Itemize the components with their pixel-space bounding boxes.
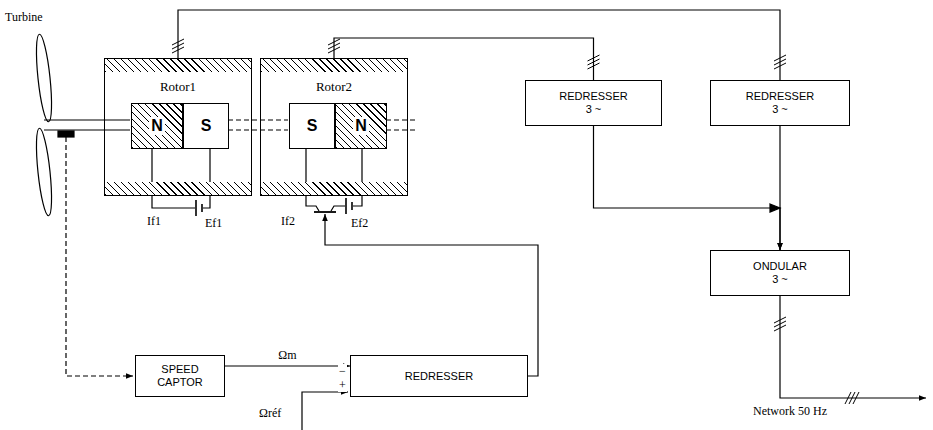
rotor-label: Rotor1 bbox=[105, 79, 251, 95]
shaft bbox=[44, 120, 130, 130]
box-text: REDRESSER bbox=[405, 370, 473, 383]
speed-sensor bbox=[58, 131, 74, 137]
control-wire bbox=[325, 214, 538, 376]
sensor-box: SPEED CAPTOR bbox=[135, 355, 225, 397]
sensor-link bbox=[66, 137, 133, 376]
voltage-label: Ef2 bbox=[350, 216, 369, 230]
network-label: Network 50 Hz bbox=[752, 404, 828, 418]
turbine-label: Turbine bbox=[4, 10, 44, 24]
box-text: ONDULAR 3 ~ bbox=[751, 260, 809, 286]
rectifier-box: REDRESSER 3 ~ bbox=[710, 80, 850, 126]
connector bbox=[225, 365, 350, 366]
connector bbox=[779, 126, 780, 250]
turbine-blade bbox=[33, 128, 54, 217]
transistor-symbol bbox=[314, 211, 336, 213]
box-text: N bbox=[149, 117, 165, 135]
excitation-wire bbox=[152, 148, 210, 208]
housing-hatch bbox=[105, 59, 251, 72]
housing-hatch bbox=[261, 59, 407, 72]
sign-label: − bbox=[338, 364, 347, 378]
housing-hatch bbox=[105, 182, 251, 195]
machine-housing: Rotor1N S bbox=[104, 58, 252, 196]
rotor-pole: S bbox=[183, 103, 229, 149]
connector bbox=[178, 10, 780, 80]
rotor-pole: N bbox=[131, 103, 183, 149]
sign-label: + bbox=[338, 378, 347, 392]
voltage-label: Ef1 bbox=[204, 216, 223, 230]
rotor-label: Rotor2 bbox=[261, 79, 407, 95]
box-text: S bbox=[305, 117, 320, 135]
phase-tick bbox=[853, 392, 859, 404]
excitation-wire bbox=[306, 148, 362, 211]
box-text: REDRESSER 3 ~ bbox=[743, 90, 817, 116]
box-text: S bbox=[199, 117, 214, 135]
signal-label: Ωm bbox=[277, 348, 297, 362]
network-wire bbox=[780, 296, 926, 398]
battery-symbol bbox=[346, 198, 352, 214]
inverter-box: ONDULAR 3 ~ bbox=[710, 250, 850, 296]
turbine-blade bbox=[33, 34, 54, 123]
rotor-pole: S bbox=[289, 103, 335, 149]
rectifier-box: REDRESSER 3 ~ bbox=[525, 80, 662, 126]
controller-box: REDRESSER bbox=[350, 355, 528, 397]
box-text: REDRESSER 3 ~ bbox=[557, 90, 631, 116]
battery-symbol bbox=[196, 200, 202, 216]
phase-tick bbox=[774, 325, 786, 331]
box-text: N bbox=[353, 117, 369, 135]
reference-wire bbox=[302, 392, 348, 430]
current-label: If1 bbox=[146, 214, 162, 228]
signal-label: Ωréf bbox=[258, 406, 282, 420]
current-label: If2 bbox=[280, 214, 296, 228]
rotor-pole: N bbox=[335, 103, 387, 149]
connector bbox=[594, 126, 781, 250]
box-text: SPEED CAPTOR bbox=[153, 363, 208, 389]
housing-hatch bbox=[261, 182, 407, 195]
machine-housing: Rotor2S N bbox=[260, 58, 408, 196]
